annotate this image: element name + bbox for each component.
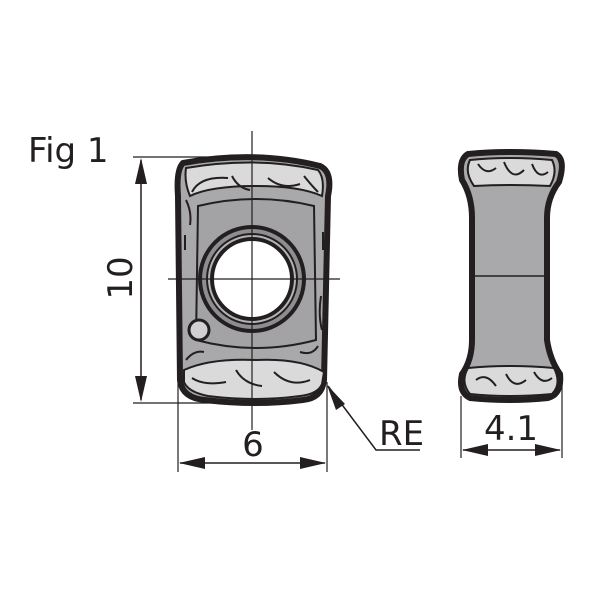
thickness-dimension: 4.1 xyxy=(460,380,563,458)
corner-radius-callout: RE xyxy=(327,385,424,454)
height-arrow-bottom xyxy=(135,376,147,402)
width-value: 6 xyxy=(242,425,264,465)
corner-radius-arrow xyxy=(327,385,345,410)
side-edge-marks xyxy=(184,199,324,331)
bottom-edge-contour xyxy=(185,345,319,387)
top-edge-contour xyxy=(191,175,319,193)
height-value: 10 xyxy=(101,256,141,299)
side-top-contour xyxy=(477,161,549,176)
top-edge-band xyxy=(184,161,324,198)
width-arrow-right xyxy=(300,457,326,469)
width-dimension: 6 xyxy=(177,382,328,472)
corner-radius-leader xyxy=(327,385,420,451)
side-bottom-contour xyxy=(475,371,553,387)
orientation-dot xyxy=(187,318,211,342)
height-arrow-top xyxy=(135,158,147,184)
thickness-arrow-right xyxy=(535,444,561,456)
bottom-edge-band xyxy=(183,358,326,400)
width-arrow-left xyxy=(179,457,205,469)
thickness-value: 4.1 xyxy=(484,409,538,449)
thickness-arrow-left xyxy=(462,444,488,456)
corner-radius-label: RE xyxy=(379,414,424,454)
figure-caption: Fig 1 xyxy=(28,131,109,171)
height-dimension: 10 xyxy=(101,156,252,404)
front-view xyxy=(168,131,340,430)
side-view xyxy=(457,149,565,403)
